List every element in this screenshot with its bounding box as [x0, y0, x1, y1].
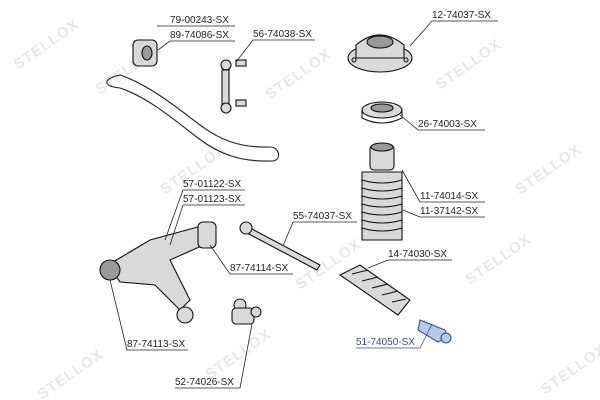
steering-boot	[338, 264, 411, 316]
label-strut-boot-2: 11-37142-SX	[420, 206, 479, 217]
stabilizer-link	[220, 59, 247, 114]
watermark-text: STELLOX	[513, 141, 585, 199]
label-control-arm-2: 57-01123-SX	[183, 194, 242, 205]
leader-bushing-2	[157, 40, 235, 51]
leader-steering-boot	[367, 259, 452, 269]
watermark-text: STELLOX	[433, 36, 505, 94]
leader-strut-bearing	[399, 114, 485, 131]
leader-stabilizer-link	[235, 39, 315, 63]
leader-control-arm-2	[169, 204, 245, 246]
leader-tie-rod	[282, 221, 357, 247]
control-arm	[99, 221, 217, 324]
watermark: STELLOX STELLOX STELLOX STELLOX STELLOX …	[11, 16, 600, 400]
label-bushing-2: 89-74086-SX	[170, 30, 229, 41]
leader-strut-boot-1	[401, 169, 485, 203]
watermark-text: STELLOX	[35, 346, 107, 400]
tie-rod	[239, 221, 321, 271]
leader-strut-mount	[409, 20, 498, 47]
labels: 79-00243-SX 89-74086-SX 56-74038-SX 12-7…	[109, 10, 498, 389]
tie-rod-end	[417, 319, 452, 344]
stabilizer-bushing	[132, 39, 158, 67]
watermark-text: STELLOX	[11, 16, 83, 74]
ball-joint	[231, 298, 262, 325]
watermark-text: STELLOX	[538, 341, 600, 399]
strut-mount	[347, 34, 413, 73]
leader-arm-bushing-front	[109, 279, 188, 351]
label-control-arm-1: 57-01122-SX	[183, 179, 242, 190]
label-stabilizer-link: 56-74038-SX	[253, 29, 312, 40]
label-tie-rod-end: 51-74050-SX	[356, 337, 415, 348]
leader-ball-joint	[175, 323, 253, 389]
leader-control-arm-1	[164, 189, 245, 241]
watermark-text: STELLOX	[263, 46, 335, 104]
label-arm-bushing-rear: 87-74114-SX	[230, 263, 289, 274]
stabilizer-bar	[106, 74, 280, 162]
leader-strut-boot-2	[402, 209, 485, 218]
label-ball-joint: 52-74026-SX	[175, 377, 234, 388]
label-steering-boot: 14-74030-SX	[388, 249, 447, 260]
label-strut-mount: 12-74037-SX	[432, 10, 491, 21]
label-bushing-1: 79-00243-SX	[170, 15, 229, 26]
leader-arm-bushing-rear	[209, 244, 293, 275]
label-tie-rod: 55-74037-SX	[293, 211, 352, 222]
label-arm-bushing-front: 87-74113-SX	[127, 339, 186, 350]
strut-boot	[361, 142, 403, 241]
watermark-text: STELLOX	[463, 231, 535, 289]
strut-bearing	[361, 101, 403, 124]
leader-tie-rod-end	[356, 323, 433, 349]
watermark-text: STELLOX	[203, 326, 275, 384]
label-strut-boot-1: 11-74014-SX	[420, 191, 479, 202]
label-strut-bearing: 26-74003-SX	[418, 119, 477, 130]
